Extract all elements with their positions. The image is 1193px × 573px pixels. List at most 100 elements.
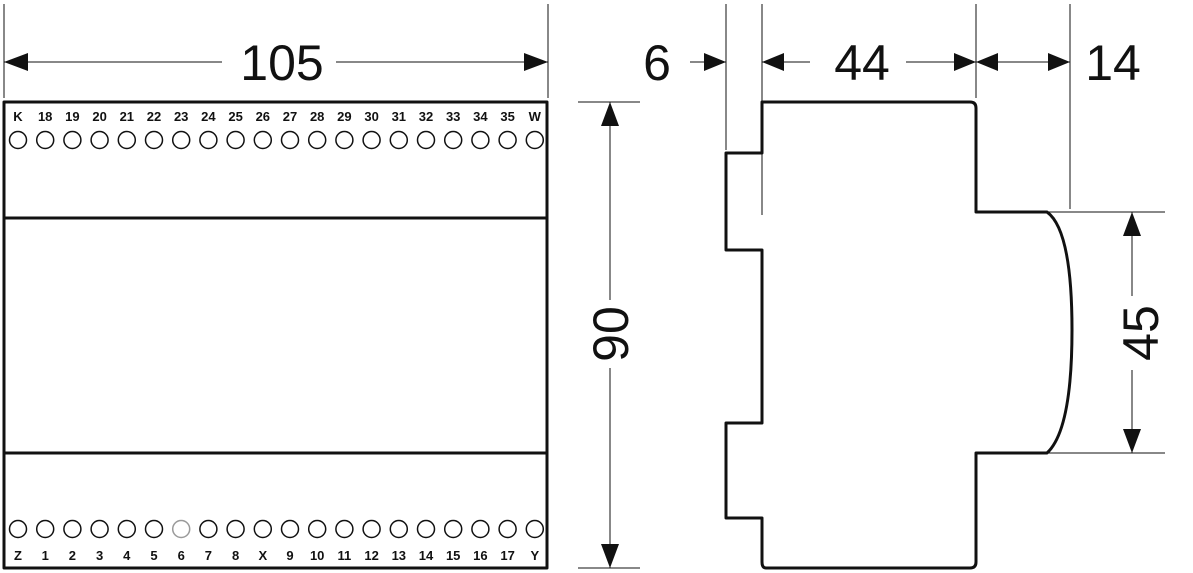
side-view — [724, 100, 1074, 570]
top-terminal-31 — [389, 130, 409, 150]
top-terminal-row — [8, 130, 545, 150]
front-depth-label: 14 — [1085, 35, 1141, 91]
height-dimension: 90 — [578, 101, 640, 569]
bottom-terminal-Z — [8, 519, 28, 539]
bottom-terminal-label: 8 — [232, 548, 239, 563]
bottom-terminal-label: 14 — [419, 548, 434, 563]
bottom-terminal-label: 9 — [286, 548, 293, 563]
bottom-terminal-X — [253, 519, 273, 539]
arrow-body-right — [954, 53, 976, 71]
top-terminal-24 — [199, 130, 218, 150]
top-terminal-29 — [335, 130, 354, 150]
arrow-right — [524, 53, 548, 71]
bottom-terminal-15 — [443, 519, 463, 539]
arrow-front-right — [1048, 53, 1070, 71]
top-terminal-label: 27 — [283, 109, 297, 124]
bottom-terminal-10 — [307, 519, 327, 539]
front-height-label: 45 — [1113, 305, 1169, 361]
bottom-terminal-label: 2 — [69, 548, 76, 563]
body-depth-label: 44 — [834, 35, 890, 91]
top-terminal-label: 20 — [92, 109, 106, 124]
arrow-up — [601, 102, 619, 126]
width-dimension: 105 — [3, 4, 549, 98]
arrow-front-left — [976, 53, 998, 71]
bottom-terminal-label: 10 — [310, 548, 324, 563]
bottom-terminal-4 — [117, 519, 137, 539]
arrow-down-45 — [1123, 429, 1141, 453]
top-terminal-label: 21 — [120, 109, 134, 124]
top-terminal-label: 22 — [147, 109, 161, 124]
bottom-terminal-5 — [144, 519, 164, 539]
bottom-terminal-6 — [171, 519, 191, 539]
bottom-terminal-13 — [389, 519, 409, 539]
bottom-terminal-label: 15 — [446, 548, 460, 563]
top-terminal-25 — [226, 130, 245, 150]
bottom-terminal-label: Y — [530, 548, 539, 563]
arrow-left — [4, 53, 28, 71]
side-top-dimensions: 6 44 14 — [643, 4, 1141, 215]
bottom-terminal-16 — [471, 519, 490, 539]
top-terminal-21 — [117, 130, 137, 150]
top-terminal-20 — [90, 130, 109, 150]
top-terminal-18 — [35, 130, 55, 150]
bottom-terminal-label: 11 — [338, 548, 352, 563]
bottom-terminal-3 — [90, 519, 109, 539]
top-terminal-label: 26 — [256, 109, 270, 124]
top-terminal-label: 25 — [228, 109, 242, 124]
top-terminal-label: 31 — [392, 109, 406, 124]
bottom-terminal-label: 6 — [178, 548, 185, 563]
top-terminal-32 — [416, 130, 436, 150]
bottom-terminal-label: 13 — [392, 548, 406, 563]
top-terminal-label: 23 — [174, 109, 188, 124]
bottom-terminal-9 — [280, 519, 300, 539]
top-terminal-label: 18 — [38, 109, 52, 124]
top-terminal-label: 32 — [419, 109, 433, 124]
top-terminal-22 — [144, 130, 164, 150]
arrow-down — [601, 544, 619, 568]
top-terminal-label: 24 — [201, 109, 216, 124]
width-dimension-label: 105 — [240, 35, 323, 91]
bottom-terminal-7 — [199, 519, 218, 539]
height-dimension-label: 90 — [583, 306, 639, 362]
front-outline — [2, 100, 549, 570]
bottom-terminal-row — [8, 519, 545, 539]
top-terminal-30 — [362, 130, 381, 150]
bottom-terminal-label: 3 — [96, 548, 103, 563]
bottom-terminal-label: X — [258, 548, 267, 563]
top-terminal-label: 33 — [446, 109, 460, 124]
bottom-terminal-17 — [498, 519, 517, 539]
arrow-up-45 — [1123, 212, 1141, 236]
top-terminal-label: 35 — [500, 109, 514, 124]
top-terminal-35 — [498, 130, 517, 150]
bottom-terminal-label: 5 — [150, 548, 157, 563]
top-terminal-28 — [307, 130, 327, 150]
top-terminal-label: 19 — [65, 109, 79, 124]
top-terminal-23 — [171, 130, 191, 150]
top-terminal-label: 30 — [364, 109, 378, 124]
top-terminal-label: K — [13, 109, 23, 124]
side-profile-outline — [724, 100, 1074, 570]
front-height-dimension: 45 — [1047, 211, 1169, 454]
arrow-body-left — [762, 53, 784, 71]
top-terminal-33 — [443, 130, 463, 150]
bottom-terminal-label: 1 — [42, 548, 49, 563]
top-terminal-26 — [253, 130, 273, 150]
bottom-terminal-label: 12 — [364, 548, 378, 563]
top-terminal-K — [8, 130, 28, 150]
bottom-terminal-2 — [63, 519, 82, 539]
bottom-terminal-label: 16 — [473, 548, 487, 563]
bottom-terminal-8 — [226, 519, 245, 539]
arrow-offset — [704, 53, 726, 71]
top-terminal-label: W — [529, 109, 542, 124]
bottom-terminal-Y — [525, 519, 545, 539]
top-terminal-label: 29 — [337, 109, 351, 124]
offset-dimension-label: 6 — [643, 35, 671, 91]
bottom-terminal-label: 17 — [500, 548, 514, 563]
bottom-terminal-1 — [35, 519, 55, 539]
top-terminal-label: 34 — [473, 109, 488, 124]
bottom-terminal-12 — [362, 519, 381, 539]
